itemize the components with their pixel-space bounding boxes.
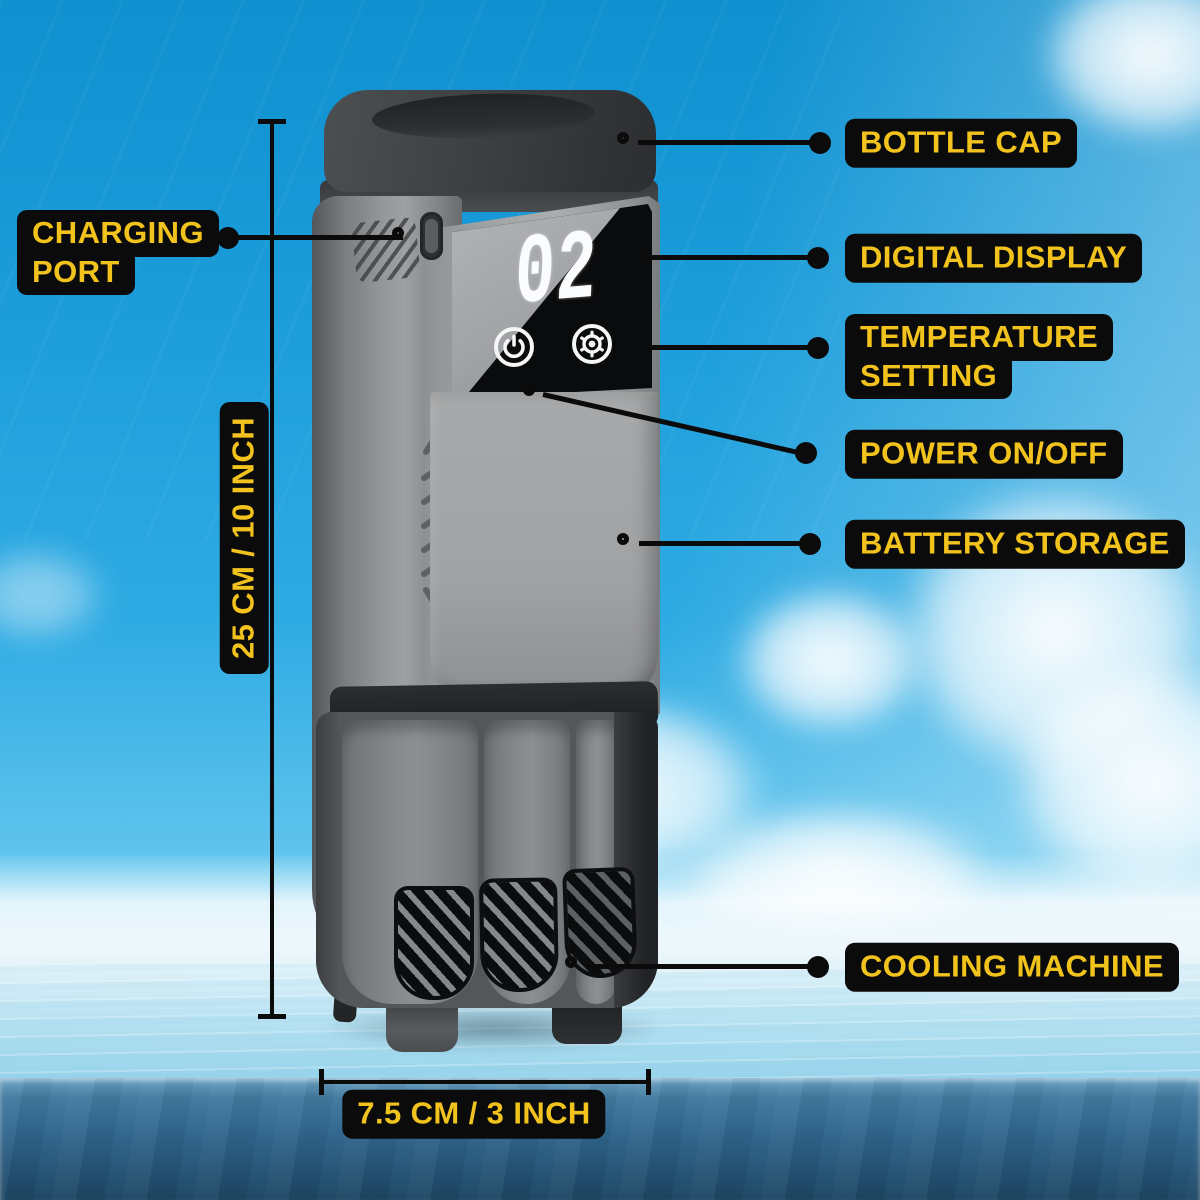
label-cooling: COOLING MACHINE — [845, 942, 1179, 992]
marker-dot-digital-display — [807, 247, 829, 269]
label-power: POWER ON/OFF — [845, 429, 1123, 479]
leader-line-temperature-setting — [648, 345, 818, 350]
anchor-ring-bottle-cap — [617, 132, 629, 144]
grille-texture — [351, 216, 421, 284]
leader-line-cooling — [587, 964, 818, 969]
marker-dot-temperature-setting — [807, 337, 829, 359]
label-charging-port-line2: PORT — [17, 248, 135, 296]
marker-dot-bottle-cap — [809, 132, 831, 154]
marker-dot-power — [795, 442, 817, 464]
height-dimension-line — [270, 121, 274, 1018]
leader-line-battery — [639, 541, 810, 546]
label-charging-port: CHARGING PORT — [17, 210, 219, 296]
charging-port-inner — [425, 219, 438, 253]
power-icon — [492, 325, 536, 369]
label-temperature-setting-line2: SETTING — [845, 352, 1013, 400]
anchor-ring-cooling — [565, 956, 577, 968]
anchor-ring-battery — [617, 533, 629, 545]
marker-dot-battery — [799, 533, 821, 555]
leader-line-digital-display — [640, 255, 818, 260]
width-dimension-cap-left — [319, 1069, 324, 1095]
air-vent — [394, 886, 474, 1000]
leader-line-bottle-cap — [638, 140, 820, 145]
width-dimension-cap-right — [646, 1069, 651, 1095]
height-dimension-label: 25 CM / 10 INCH — [219, 401, 269, 675]
gear-icon — [570, 322, 614, 366]
label-bottle-cap: BOTTLE CAP — [845, 118, 1078, 168]
anchor-ring-charging-port — [392, 227, 404, 239]
label-temperature-setting: TEMPERATURE SETTING — [845, 314, 1114, 400]
leader-line-charging-port — [228, 235, 403, 240]
air-vent — [479, 877, 559, 993]
charging-port — [420, 212, 443, 260]
height-dimension-cap-top — [258, 119, 286, 124]
width-dimension-line — [322, 1080, 650, 1084]
width-dimension-label: 7.5 CM / 3 INCH — [342, 1089, 606, 1139]
cooling-edge — [316, 712, 342, 1008]
label-digital-display: DIGITAL DISPLAY — [845, 233, 1143, 283]
label-battery: BATTERY STORAGE — [845, 519, 1185, 569]
height-dimension-cap-bottom — [258, 1014, 286, 1019]
device-foot-center — [386, 1002, 458, 1052]
anchor-ring-power — [523, 384, 535, 396]
marker-dot-cooling — [807, 956, 829, 978]
digital-display: 02 — [452, 204, 652, 398]
display-value: 02 — [512, 213, 600, 334]
